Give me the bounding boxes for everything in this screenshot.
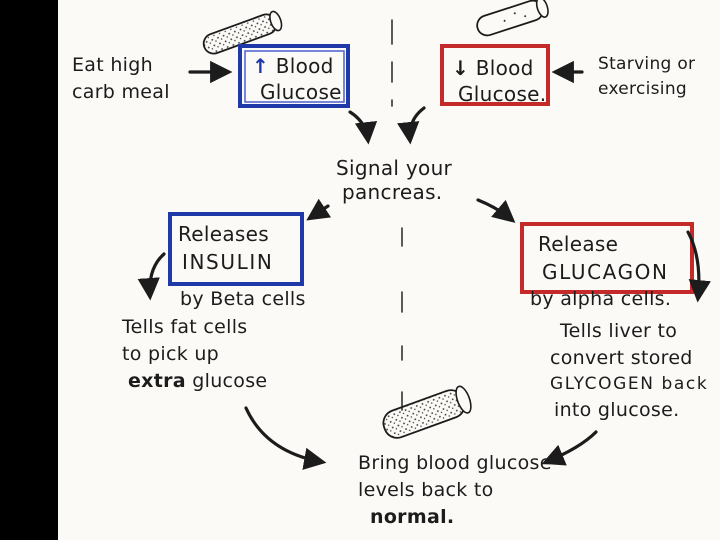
- fat-cells-label: Tells fat cells to pick up extra glucose: [122, 318, 267, 391]
- liver-label: Tells liver to convert stored GLYCOGEN b…: [550, 322, 708, 420]
- starving-line1: Starving or: [598, 54, 696, 74]
- arrow-liver-to-normal: [541, 430, 598, 466]
- liver-line4: into glucose.: [554, 399, 680, 421]
- blood-vessel-icon: [476, 0, 549, 37]
- glucagon-label: Release GLUCAGON: [538, 234, 669, 282]
- fat-cells-line2: to pick up: [122, 343, 220, 365]
- insulin-line1: Releases: [178, 222, 269, 246]
- fat-cells-line3: extra glucose: [128, 372, 267, 391]
- signal-pancreas-label: Signal your pancreas.: [336, 158, 452, 202]
- insulin-caption: by Beta cells: [180, 288, 306, 310]
- fat-cells-extra: extra: [128, 370, 186, 392]
- up-arrow-icon: ↑: [252, 54, 270, 78]
- high-glucose-line1: ↑ Blood: [252, 56, 342, 76]
- arrow-signal-to-glucagon: [476, 198, 516, 223]
- arrow-signal-to-insulin: [306, 198, 332, 221]
- low-glucose-box: [440, 44, 550, 106]
- liver-line2: convert stored: [550, 347, 693, 369]
- high-glucose-label: ↑ Blood Glucose: [252, 56, 342, 102]
- arrow-glucagon-to-liver: [686, 230, 711, 303]
- high-glucose-box-inner: [244, 50, 345, 103]
- low-glucose-line2: Glucose.: [458, 82, 547, 106]
- signal-line2: pancreas.: [342, 180, 443, 204]
- eat-high-carb-line1: Eat high: [72, 54, 153, 76]
- insulin-box: [168, 212, 304, 286]
- insulin-line2: INSULIN: [182, 250, 274, 274]
- normal-line3: normal.: [370, 506, 455, 528]
- high-glucose-word: Blood: [275, 54, 334, 78]
- high-glucose-line2: Glucose: [260, 80, 342, 104]
- flow-arrows: [137, 60, 711, 470]
- glucagon-box: [520, 222, 694, 294]
- eat-high-carb-line2: carb meal: [72, 81, 170, 103]
- normal-line2: levels back to: [358, 479, 494, 501]
- liver-line3: GLYCOGEN back: [550, 374, 709, 394]
- signal-line1: Signal your: [336, 156, 453, 180]
- high-glucose-box: [238, 44, 350, 108]
- arrow-high-to-signal: [348, 110, 378, 145]
- fat-cells-line1: Tells fat cells: [122, 316, 248, 338]
- glucagon-line1: Release: [538, 232, 619, 256]
- starving-label: Starving or exercising: [598, 56, 695, 98]
- liver-line1: Tells liver to: [560, 320, 678, 342]
- arrow-fat-to-normal: [244, 406, 327, 470]
- blood-vessel-icon: [382, 385, 472, 439]
- normal-label: Bring blood glucose levels back to norma…: [358, 454, 552, 527]
- glucagon-line2: GLUCAGON: [542, 260, 669, 284]
- glucagon-caption: by alpha cells.: [530, 288, 672, 310]
- low-glucose-label: ↓ Blood Glucose.: [452, 58, 546, 104]
- arrow-low-to-signal: [397, 106, 426, 145]
- blood-vessel-icon: [202, 10, 283, 55]
- fat-cells-glucose: glucose: [185, 370, 268, 392]
- low-glucose-word: Blood: [475, 56, 534, 80]
- low-glucose-line1: ↓ Blood: [452, 58, 546, 78]
- arrow-insulin-to-fat: [137, 252, 166, 301]
- starving-line2: exercising: [598, 79, 687, 99]
- center-divider: [391, 19, 403, 411]
- eat-high-carb-label: Eat high carb meal: [72, 56, 170, 102]
- insulin-label: Releases INSULIN: [178, 224, 273, 272]
- normal-line1: Bring blood glucose: [358, 452, 552, 474]
- down-arrow-icon: ↓: [452, 56, 470, 80]
